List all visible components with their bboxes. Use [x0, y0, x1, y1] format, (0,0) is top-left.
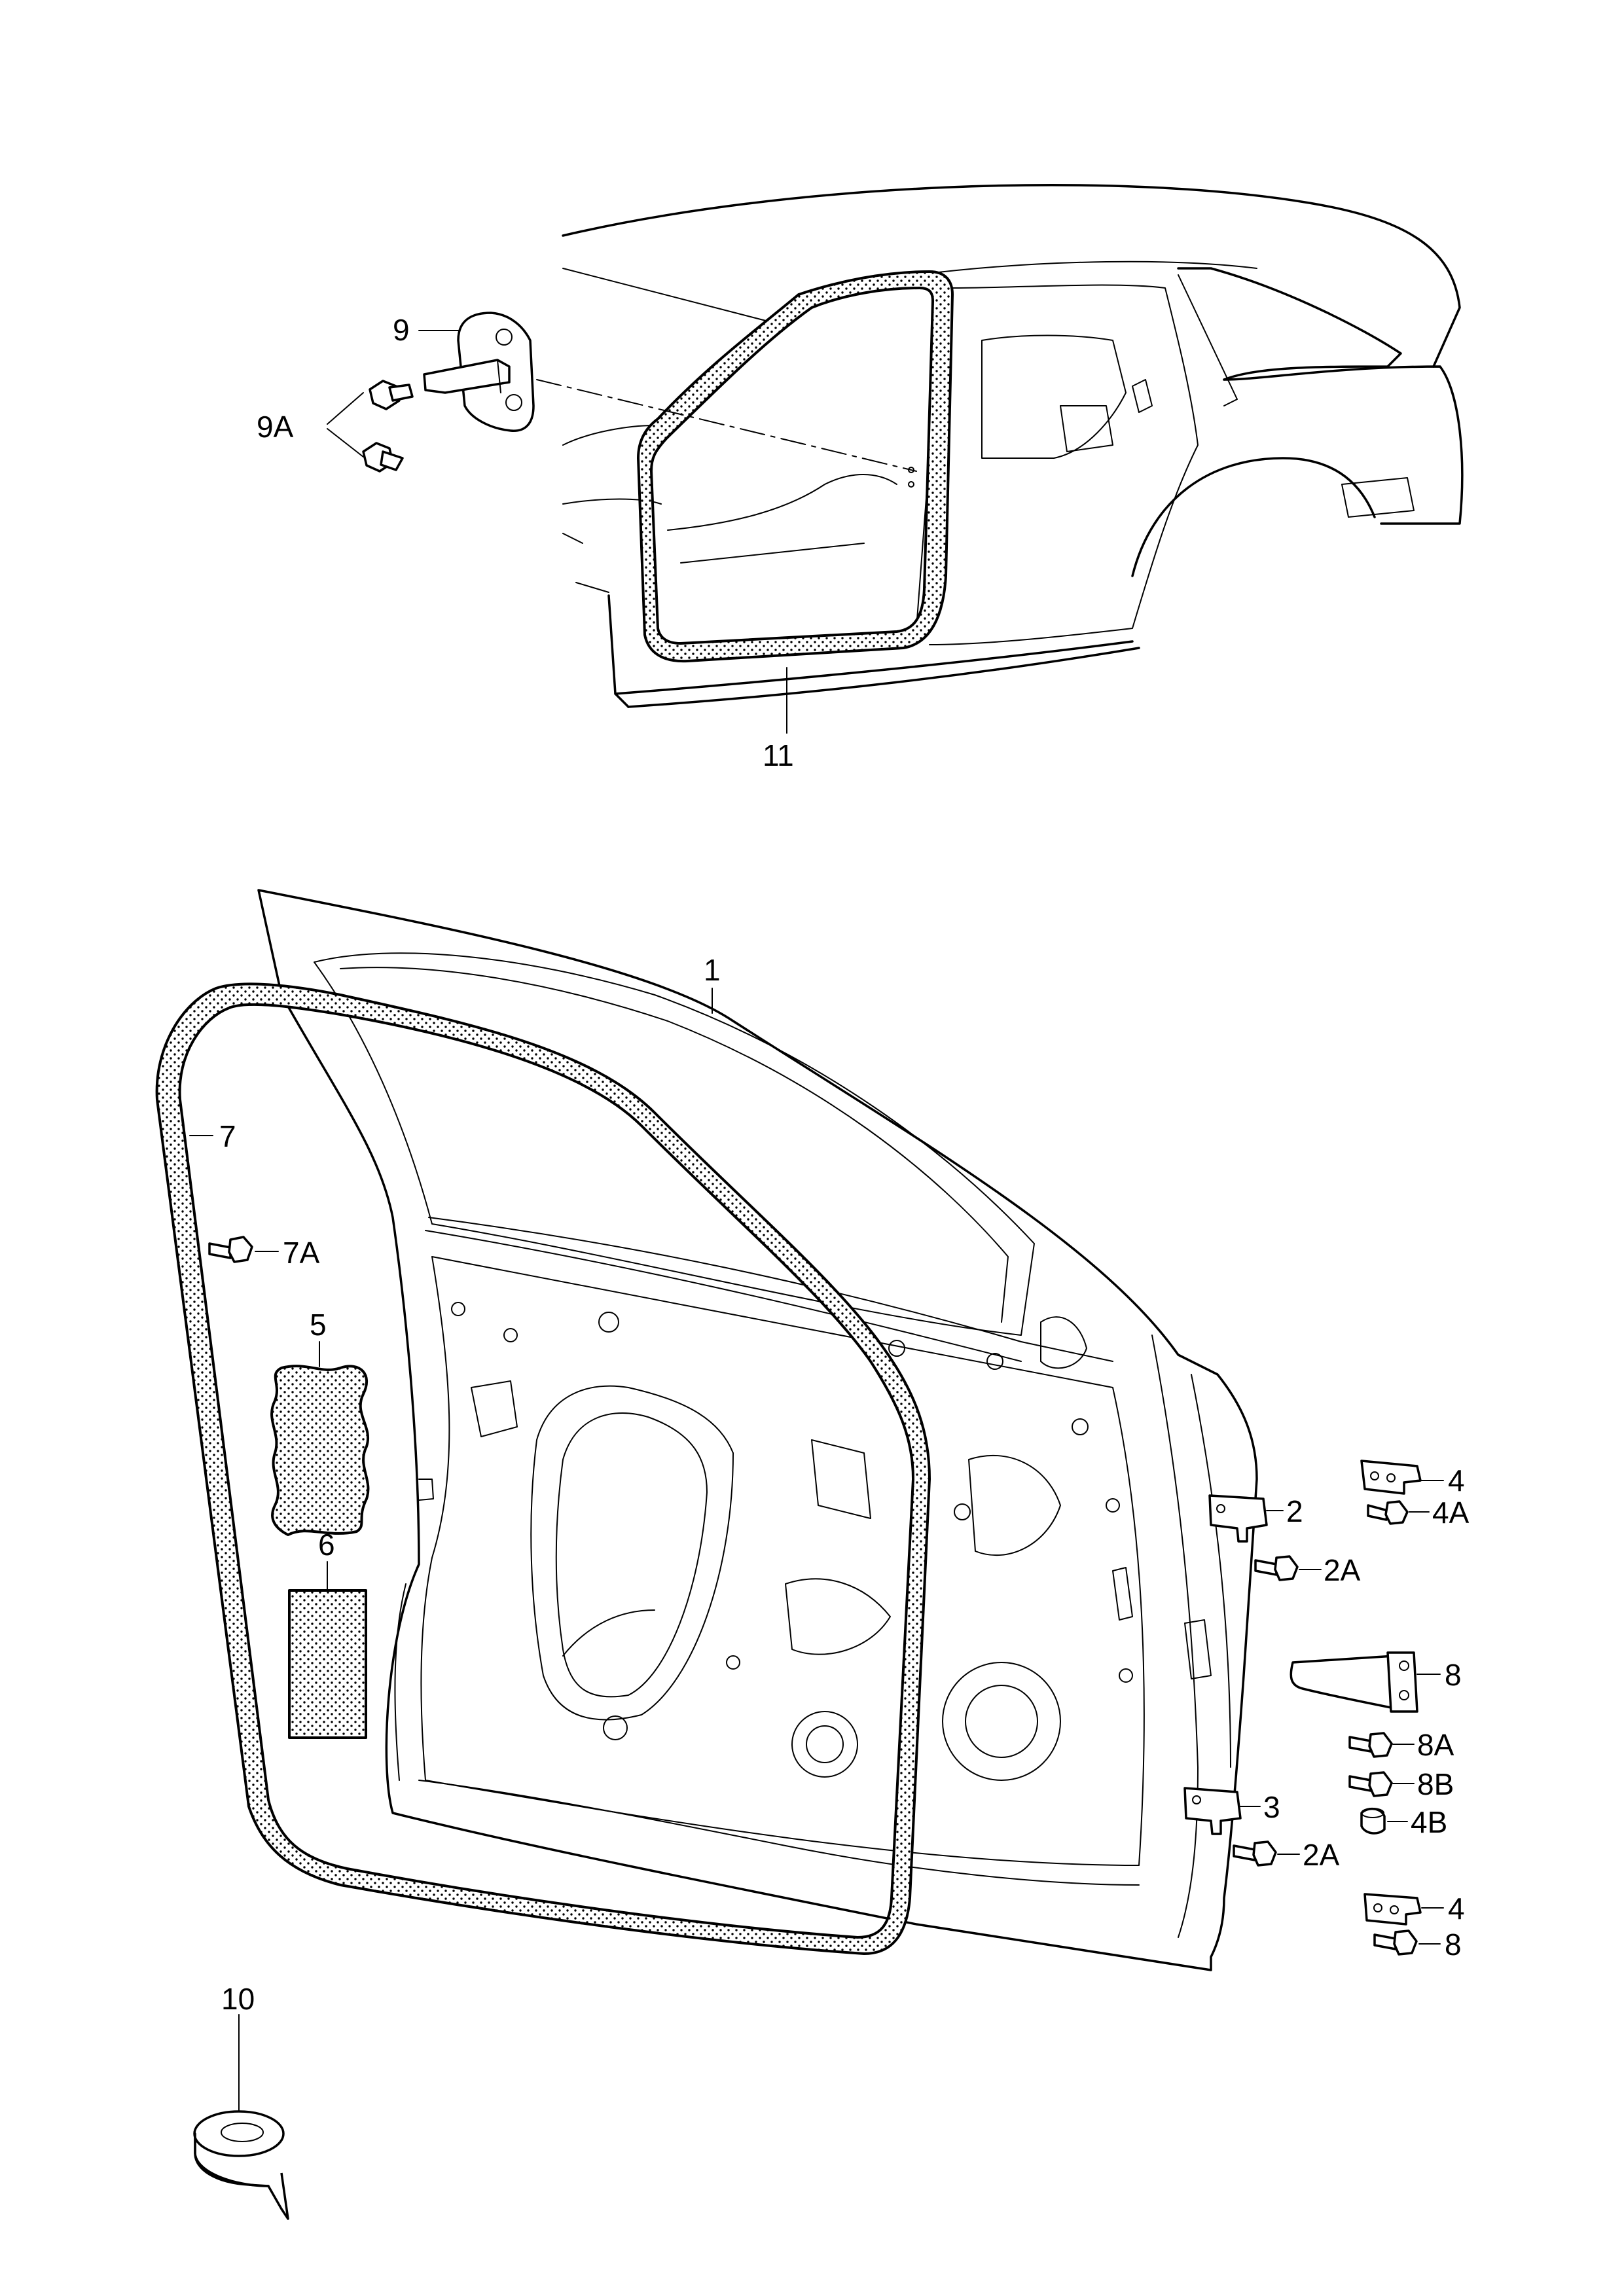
insulation-mat	[288, 1589, 367, 1739]
hinge-icon	[1363, 1893, 1422, 1926]
callout-8-bolt: 8	[1445, 1928, 1462, 1962]
hinge-icon	[1183, 1787, 1242, 1835]
car-body-side	[536, 184, 1464, 708]
bolt-icon	[208, 1236, 253, 1263]
callout-9a: 9A	[257, 410, 294, 444]
bolt-icon	[362, 442, 404, 473]
callout-7: 7	[219, 1119, 236, 1153]
door-check-strap-icon	[1290, 1651, 1418, 1713]
callout-8a: 8A	[1417, 1728, 1454, 1762]
callout-1: 1	[704, 953, 721, 987]
callout-4a: 4A	[1432, 1496, 1470, 1530]
callout-8b: 8B	[1417, 1767, 1454, 1801]
callout-3: 3	[1263, 1790, 1280, 1824]
hinge-icon	[1360, 1460, 1422, 1495]
callout-2a-lower: 2A	[1303, 1838, 1340, 1872]
callout-9: 9	[393, 313, 410, 347]
sound-deadening-pad	[270, 1365, 370, 1536]
bolt-icon	[1233, 1840, 1277, 1867]
bolt-icon	[1348, 1732, 1393, 1758]
door-striker-icon	[423, 312, 535, 432]
bolt-icon	[369, 380, 414, 410]
callout-4-lower: 4	[1448, 1892, 1465, 1926]
callout-4-upper: 4	[1448, 1463, 1465, 1498]
callout-6: 6	[318, 1528, 335, 1562]
callout-2: 2	[1286, 1494, 1303, 1528]
door-seal	[155, 982, 931, 1955]
hinge-icon	[1208, 1494, 1268, 1543]
callout-10: 10	[221, 1982, 255, 2016]
callout-4b: 4B	[1411, 1805, 1447, 1839]
bolt-icon	[1254, 1555, 1299, 1581]
callout-7a: 7A	[283, 1236, 320, 1270]
bolt-icon	[1367, 1500, 1409, 1525]
callout-2a-upper: 2A	[1324, 1553, 1361, 1587]
front-door-shell	[257, 889, 1258, 1971]
bolt-icon	[1360, 1808, 1386, 1835]
callout-5: 5	[310, 1308, 327, 1342]
bolt-icon	[1348, 1771, 1393, 1797]
callout-11: 11	[763, 738, 794, 772]
bolt-icon	[1373, 1929, 1418, 1956]
tape-roll-icon	[193, 2110, 289, 2220]
callout-8-hinge: 8	[1445, 1658, 1462, 1692]
